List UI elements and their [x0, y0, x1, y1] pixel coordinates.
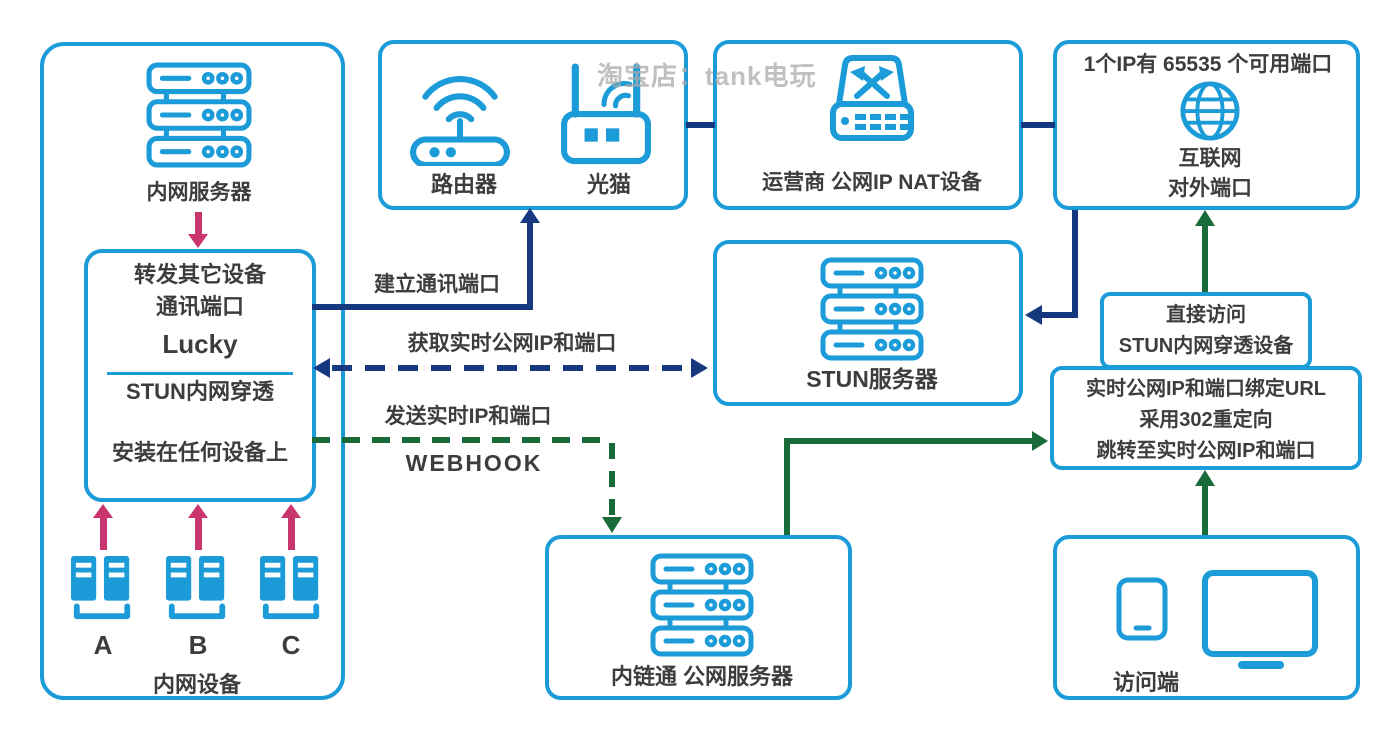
internet-line1: 互联网: [1178, 147, 1242, 170]
arrow-device-b-line: [195, 517, 202, 550]
device-c-label: C: [281, 630, 301, 660]
edge-fetch-label: 获取实时公网IP和端口: [407, 332, 617, 355]
edge-establish-head: [520, 208, 540, 223]
edge-client-redirect-line: [1202, 485, 1208, 535]
edge-internet-stun-line-v: [1072, 210, 1078, 318]
edge-nat-internet-line: [1021, 122, 1055, 128]
device-b-towers-icon: [165, 556, 226, 620]
redirect-line3: 跳转至实时公网IP和端口: [1096, 440, 1316, 462]
stun-server-box: STUN服务器: [713, 240, 1023, 406]
intranet-server-icon: [146, 62, 252, 168]
direct-line1: 直接访问: [1166, 304, 1246, 326]
lucky-subtitle: STUN内网穿透: [126, 379, 274, 404]
edge-establish-label: 建立通讯端口: [374, 273, 500, 296]
globe-icon: [1180, 81, 1240, 141]
monitor-icon: [1202, 570, 1318, 669]
arrow-device-b-head: [188, 504, 208, 518]
edge-internet-stun-head: [1025, 305, 1042, 325]
edge-nlt-redirect-head: [1032, 431, 1048, 451]
edge-direct-internet-line: [1202, 225, 1208, 292]
nat-device-icon: [830, 55, 914, 141]
router-label: 路由器: [430, 172, 498, 197]
direct-access-box: 直接访问 STUN内网穿透设备: [1100, 292, 1312, 369]
edge-send-label: 发送实时IP和端口: [384, 405, 552, 428]
stun-label: STUN服务器: [806, 366, 938, 392]
arrow-device-a-head: [93, 504, 113, 518]
lucky-divider: [107, 372, 293, 375]
edge-client-redirect-head: [1195, 470, 1215, 486]
device-a-label: A: [93, 630, 113, 660]
intranet-footer-label: 内网设备: [152, 672, 242, 697]
nlt-label: 内链通 公网服务器: [610, 664, 794, 689]
edge-webhook-line-h: [312, 437, 609, 443]
stun-server-icon: [820, 257, 924, 361]
edge-modem-nat-line: [686, 122, 715, 128]
lucky-line2: 通讯端口: [155, 294, 245, 319]
redirect-line1: 实时公网IP和端口绑定URL: [1086, 378, 1326, 400]
device-a-towers-icon: [70, 556, 131, 620]
device-b-label: B: [188, 630, 208, 660]
edge-direct-internet-head: [1195, 210, 1215, 226]
nlt-server-icon: [650, 553, 754, 657]
direct-line2: STUN内网穿透设备: [1118, 335, 1294, 357]
edge-fetch-head-left: [313, 358, 330, 378]
edge-nlt-redirect-line-h: [784, 438, 1033, 444]
nat-box: 运营商 公网IP NAT设备: [713, 40, 1023, 210]
tablet-icon: [1116, 577, 1168, 641]
edge-establish-line-h: [312, 304, 533, 310]
lucky-note: 安装在任何设备上: [111, 440, 289, 465]
edge-webhook-line-v: [609, 443, 615, 517]
intranet-server-label: 内网服务器: [146, 181, 252, 204]
edge-fetch-head-right: [691, 358, 708, 378]
client-label: 访问端: [1112, 670, 1180, 695]
modem-icon: [561, 63, 651, 165]
device-c-towers-icon: [259, 556, 320, 620]
router-icon: [410, 76, 510, 166]
arrow-server-to-lucky-line: [195, 212, 202, 235]
arrow-device-c-line: [288, 517, 295, 550]
internet-line2: 对外端口: [1168, 177, 1252, 200]
lucky-stun-box: [84, 249, 316, 502]
intranet-group-box: 内网服务器 转发其它设备 通讯端口 Lucky STUN内网穿透 安装在任何设备…: [40, 42, 345, 700]
edge-webhook-label: WEBHOOK: [405, 450, 543, 476]
modem-label: 光猫: [586, 172, 632, 197]
lucky-brand: Lucky: [162, 329, 238, 359]
edge-internet-stun-line-h: [1041, 312, 1078, 318]
watermark-text: 淘宝店：tank电玩: [597, 61, 817, 91]
nlt-server-box: 内链通 公网服务器: [545, 535, 852, 700]
edge-fetch-line: [332, 365, 690, 371]
redirect-box: 实时公网IP和端口绑定URL 采用302重定向 跳转至实时公网IP和端口: [1050, 366, 1362, 470]
edge-nlt-redirect-line-v: [784, 441, 790, 535]
nat-label: 运营商 公网IP NAT设备: [762, 171, 982, 194]
internet-box: 1个IP有 65535 个可用端口 互联网 对外端口: [1053, 40, 1360, 210]
arrow-device-c-head: [281, 504, 301, 518]
edge-establish-line-v: [527, 221, 533, 310]
edge-webhook-head: [602, 517, 622, 533]
redirect-line2: 采用302重定向: [1139, 409, 1273, 431]
arrow-server-to-lucky-head: [188, 234, 208, 248]
arrow-device-a-line: [100, 517, 107, 550]
internet-caption: 1个IP有 65535 个可用端口: [1083, 53, 1333, 76]
lucky-line1: 转发其它设备: [133, 262, 267, 287]
client-box: 访问端: [1053, 535, 1360, 700]
router-modem-box: 路由器 光猫: [378, 40, 688, 210]
